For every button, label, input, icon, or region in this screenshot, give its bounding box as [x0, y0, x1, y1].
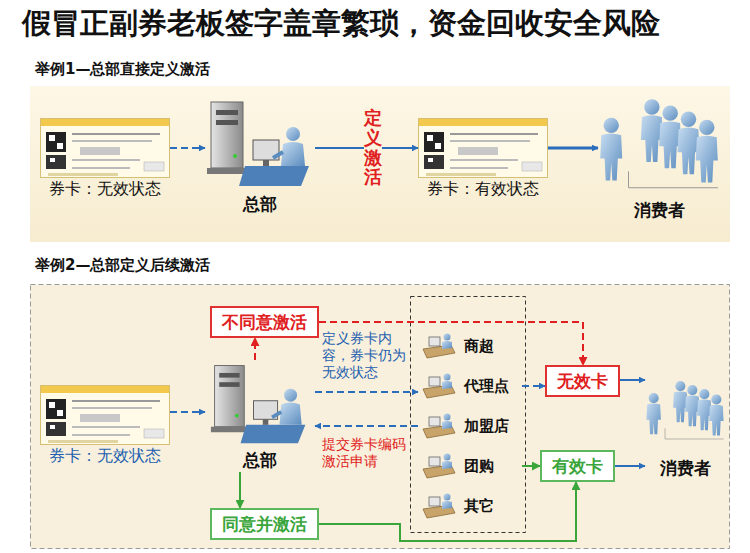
- connector: [170, 411, 205, 413]
- node-text: 加盟店: [464, 408, 522, 444]
- edge-label: 定义激活: [364, 108, 382, 187]
- connector: [254, 338, 256, 360]
- reject-box: 不同意激活: [210, 306, 319, 338]
- channel-item: 商超: [418, 328, 522, 364]
- connector: [548, 147, 598, 150]
- consumer-figure: 消费者: [598, 92, 720, 222]
- connector: [522, 465, 540, 467]
- connector: [239, 472, 241, 508]
- connector: [522, 385, 545, 387]
- section-heading: 举例2—总部定义后续激活: [35, 256, 210, 275]
- connector: [315, 391, 418, 393]
- node-text: 其它: [464, 488, 522, 524]
- node-text: 券卡：无效状态: [49, 179, 161, 200]
- node-text: 消费者: [634, 199, 685, 222]
- headquarters-figure: 总部: [205, 360, 315, 472]
- diagram-title: 假冒正副券老板签字盖章繁琐，资金回收安全风险: [22, 4, 660, 44]
- card-figure: 券卡：有效状态: [418, 118, 548, 200]
- edge-label: 定义券卡内容，券卡仍为无效状态: [322, 330, 408, 381]
- node-text: 消费者: [660, 457, 711, 480]
- node-text: 无效卡: [557, 371, 608, 391]
- node-text: 有效卡: [552, 456, 603, 476]
- valid-card-box: 有效卡: [540, 450, 615, 482]
- channel-item: 加盟店: [418, 408, 522, 444]
- node-text: 不同意激活: [222, 312, 307, 332]
- invalid-card-box: 无效卡: [545, 365, 620, 397]
- node-text: 商超: [464, 328, 522, 364]
- connector: [620, 379, 645, 381]
- connector: [315, 425, 418, 427]
- connector: [319, 482, 576, 541]
- node-text: 总部: [243, 449, 277, 472]
- card-figure: 券卡：无效状态: [40, 118, 170, 200]
- channel-item: 其它: [418, 488, 522, 524]
- edge-label: 提交券卡编码激活申请: [322, 436, 408, 470]
- connector: [615, 465, 645, 467]
- node-text: 券卡：无效状态: [49, 446, 161, 467]
- approve-box: 同意并激活: [210, 508, 319, 540]
- channel-item: 团购: [418, 448, 522, 484]
- node-text: 同意并激活: [222, 514, 307, 534]
- section-heading: 举例1—总部直接定义激活: [35, 60, 210, 79]
- node-text: 团购: [464, 448, 522, 484]
- channel-item: 代理点: [418, 368, 522, 404]
- card-figure: 券卡：无效状态: [40, 385, 170, 467]
- consumer-figure: 消费者: [645, 370, 725, 480]
- headquarters-figure: 总部: [205, 96, 315, 216]
- node-text: 代理点: [464, 368, 522, 404]
- node-text: 券卡：有效状态: [427, 179, 539, 200]
- connector: [170, 147, 205, 149]
- node-text: 总部: [243, 193, 277, 216]
